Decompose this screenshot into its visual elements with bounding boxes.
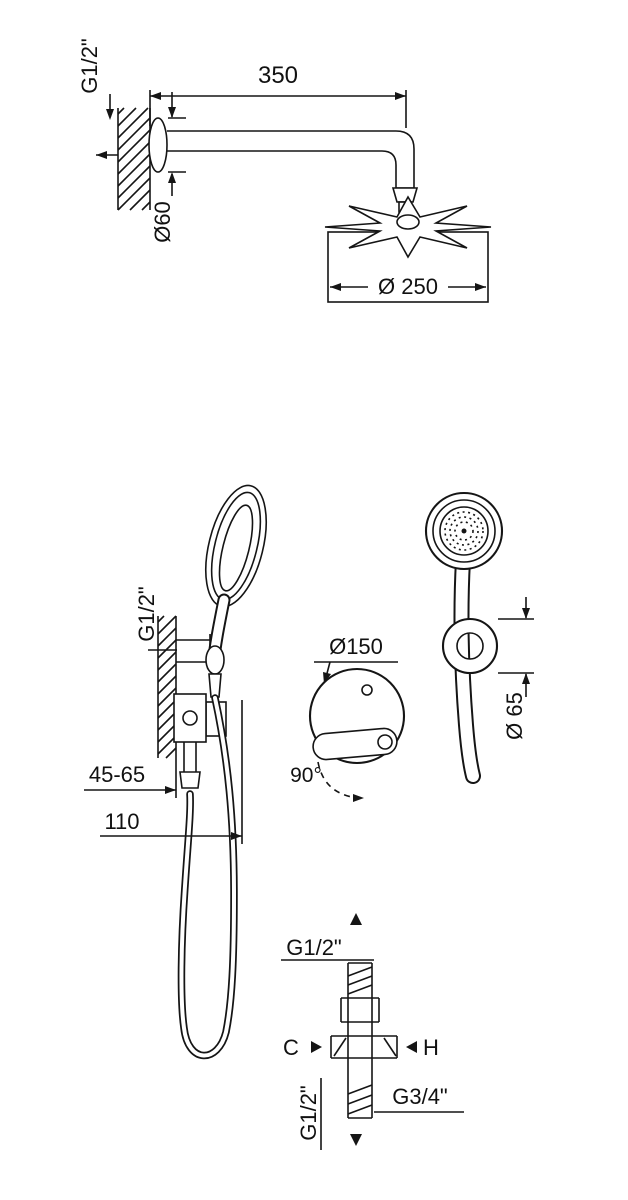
valve-body	[330, 962, 398, 1119]
lever-hub	[377, 734, 393, 750]
shower-hose	[177, 694, 238, 1060]
dimension-escutcheon: Ø60	[150, 92, 186, 243]
arm-connector-nut	[391, 187, 419, 203]
hot-inlet-label: H	[423, 1035, 439, 1060]
holder-ring	[441, 617, 499, 675]
overhead-shower-assembly: 350 Ø60 Ø 250 G1/2"	[77, 38, 492, 303]
mixer-lever	[312, 727, 398, 761]
recess-depth-label: 45-65	[89, 762, 145, 787]
dimension-recess-depth: 45-65	[84, 758, 177, 798]
cold-arrow	[311, 1041, 322, 1053]
valve-schematic: G1/2" C H	[281, 913, 464, 1150]
total-depth-label: 110	[104, 809, 139, 834]
hose-cone	[208, 673, 222, 698]
dimension-head: Ø 250	[330, 274, 486, 299]
side-outlet-thread-label: G3/4"	[392, 1084, 448, 1109]
arm-escutcheon	[148, 117, 168, 173]
trim-plate-diameter-label: Ø150	[329, 634, 383, 659]
diverter-button	[361, 684, 373, 696]
arm-length-label: 350	[258, 62, 298, 89]
handshower-bracket	[176, 634, 211, 668]
handle-rotation-label: 90°	[290, 764, 322, 787]
head-diameter-label: Ø 250	[378, 274, 438, 299]
valve-top-thread-label: G1/2"	[286, 935, 342, 960]
dimension-holder: Ø 65	[498, 597, 534, 740]
valve-bottom-thread-label: G1/2"	[296, 1085, 321, 1141]
bracket-clamp	[205, 645, 225, 675]
concealed-mixer-assembly: 45-65 110 G1/2"	[84, 484, 267, 1060]
trim-plate	[308, 667, 406, 765]
handshower-head	[424, 491, 504, 571]
cold-inlet-label: C	[283, 1035, 299, 1060]
handshower-front-view: Ø 65	[424, 491, 534, 784]
hot-arrow	[406, 1041, 417, 1053]
wall-thread-label-top: G1/2"	[77, 38, 102, 94]
top-thread-leader	[96, 94, 118, 159]
mixer-trim-front-view: Ø150 90°	[290, 634, 406, 802]
dimension-arm-length: 350	[149, 62, 407, 128]
holder-diameter-label: Ø 65	[502, 692, 527, 740]
head-hub	[396, 214, 420, 230]
escutcheon-diameter-label: Ø60	[150, 201, 175, 243]
hose-outlet	[179, 771, 201, 789]
shower-arm	[167, 130, 419, 213]
wall-section	[117, 107, 151, 211]
wall-thread-label-mid: G1/2"	[134, 586, 159, 642]
rotation-arc: 90°	[290, 761, 364, 802]
dimension-total-depth: 110	[100, 700, 243, 844]
handshower-side-view	[205, 484, 267, 698]
flow-down-arrow	[350, 1134, 362, 1146]
flow-up-arrow	[350, 913, 362, 925]
